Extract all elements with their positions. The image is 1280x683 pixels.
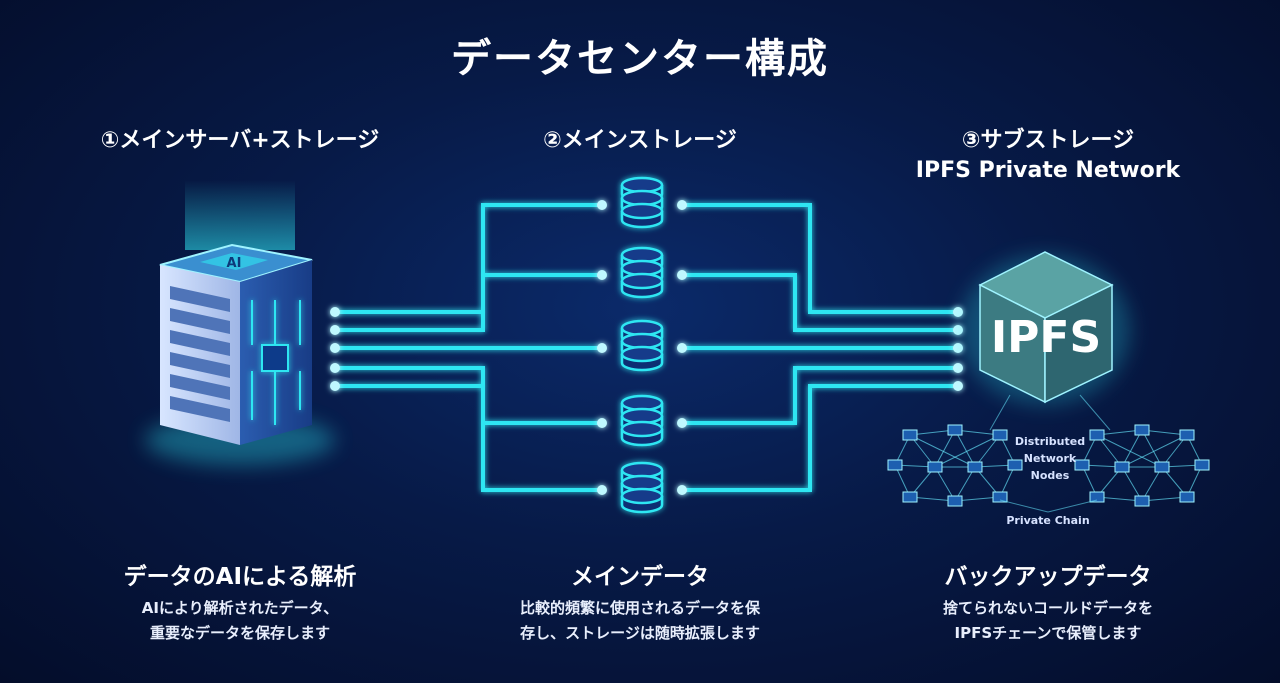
col-title-backup-data: バックアップデータ: [944, 564, 1152, 590]
col-title-ai-analysis: データのAIによる解析: [123, 564, 357, 590]
heading-main-server-text: ①メインサーバ+ストレージ: [100, 128, 380, 153]
link-server-db5: [333, 384, 602, 492]
network-node-icon: [1089, 491, 1105, 503]
network-link: [1121, 434, 1188, 468]
ipfs-cube-label: IPFS: [991, 312, 1101, 363]
network-link: [954, 429, 976, 468]
network-node-icon: [992, 429, 1008, 441]
network-label-line1: Distributed: [1015, 435, 1085, 448]
col-desc-ai-analysis: AIにより解析されたデータ、 重要なデータを保存します: [40, 596, 440, 646]
network-link: [1121, 429, 1143, 468]
network-node-icon: [1194, 459, 1210, 471]
ai-chip-label: AI: [227, 256, 242, 271]
database-icon: [620, 394, 664, 447]
ipfs-cube-icon: IPFS: [960, 251, 1130, 405]
network-label-line3: Nodes: [1031, 469, 1070, 482]
network-link: [934, 466, 956, 502]
network-link: [999, 499, 1049, 513]
link-db2-ipfs: [680, 273, 960, 332]
heading-main-storage: ②メインストレージ: [440, 126, 840, 156]
network-node-icon: [947, 495, 963, 507]
col-desc-main-data-line2: 存し、ストレージは随時拡張します: [520, 624, 760, 642]
network-link: [1141, 466, 1163, 502]
network-link: [989, 394, 1011, 431]
link-server-db4: [333, 366, 602, 425]
network-node-icon: [1134, 424, 1150, 436]
database-icon: [620, 319, 664, 372]
network-node-icon: [902, 429, 918, 441]
network-node-icon: [927, 461, 943, 473]
network-node-icon: [992, 491, 1008, 503]
col-desc-backup-data-line1: 捨てられないコールドデータを: [942, 599, 1153, 617]
network-label-line2: Network: [1024, 452, 1077, 465]
network-link: [934, 434, 1001, 468]
network-link: [1121, 466, 1143, 502]
col-desc-main-data: 比較的頻繁に使用されるデータを保 存し、ストレージは随時拡張します: [440, 596, 840, 646]
ai-server-rack-icon: AI: [145, 180, 335, 465]
heading-main-storage-text: ②メインストレージ: [543, 128, 737, 153]
link-server-db1: [333, 203, 602, 314]
col-desc-ai-analysis-line1: AIにより解析されたデータ、: [141, 599, 339, 617]
network-link: [1047, 499, 1098, 513]
col-desc-backup-data-line2: IPFSチェーンで保管します: [954, 624, 1142, 642]
col-desc-ai-analysis-line2: 重要なデータを保存します: [149, 624, 330, 642]
network-node-icon: [1074, 459, 1090, 471]
network-node-icon: [1179, 429, 1195, 441]
network-node-icon: [1179, 491, 1195, 503]
col-title-main-data: メインデータ: [571, 564, 709, 590]
database-stack: [620, 176, 664, 514]
network-node-icon: [1007, 459, 1023, 471]
network-node-icon: [1154, 461, 1170, 473]
network-link: [1096, 434, 1163, 468]
col-desc-main-data-line1: 比較的頻繁に使用されるデータを保: [519, 599, 760, 617]
network-node-icon: [1089, 429, 1105, 441]
link-db5-ipfs: [680, 384, 960, 492]
heading-sub-storage-subtitle: IPFS Private Network: [915, 158, 1181, 183]
network-link: [1079, 394, 1111, 431]
network-node-icon: [887, 459, 903, 471]
link-db4-ipfs: [680, 366, 960, 425]
col-desc-backup-data: 捨てられないコールドデータを IPFSチェーンで保管します: [848, 596, 1248, 646]
network-node-icon: [967, 461, 983, 473]
link-server-db2: [333, 273, 602, 332]
connection-lines: [333, 203, 960, 492]
page-title: データセンター構成: [451, 36, 829, 82]
network-node-icon: [902, 491, 918, 503]
database-icon: [620, 246, 664, 299]
network-node-icon: [947, 424, 963, 436]
database-icon: [620, 461, 664, 514]
heading-main-server: ①メインサーバ+ストレージ: [40, 126, 440, 156]
network-link: [954, 466, 976, 502]
link-db1-ipfs: [680, 203, 960, 314]
private-chain-label: Private Chain: [1006, 514, 1089, 527]
heading-sub-storage-text: ③サブストレージ: [961, 128, 1135, 153]
heading-sub-storage: ③サブストレージ IPFS Private Network: [848, 126, 1248, 186]
network-node-icon: [1134, 495, 1150, 507]
network-link: [909, 434, 976, 468]
network-node-icon: [1114, 461, 1130, 473]
network-link: [1141, 429, 1163, 468]
connection-endpoints: [330, 200, 963, 495]
network-link: [934, 429, 956, 468]
network-nodes-graphic: [887, 394, 1210, 513]
database-icon: [620, 176, 664, 229]
